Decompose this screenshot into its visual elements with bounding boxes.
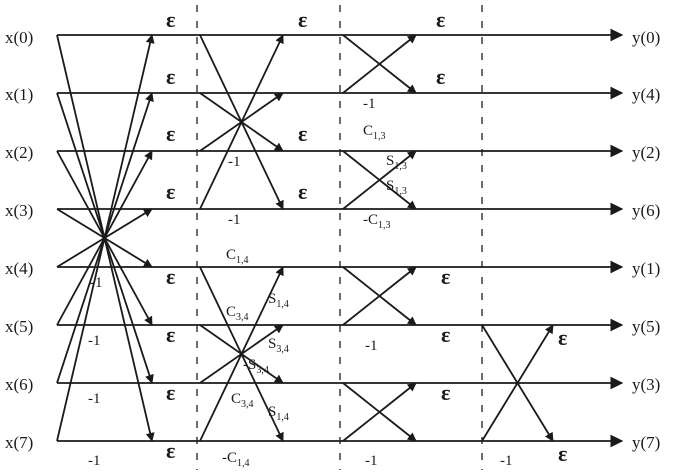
butterfly-branch [481, 324, 554, 442]
neg-one-label: -1 [88, 333, 101, 349]
neg-one-label: -1 [88, 391, 101, 407]
epsilon-label: ε [166, 438, 175, 463]
neg-one-label: -1 [88, 453, 101, 469]
output-label-y0: y(0) [632, 28, 660, 47]
butterfly-branch [342, 266, 417, 326]
output-label-y2: y(2) [632, 143, 660, 162]
epsilon-label: ε [298, 179, 307, 204]
coeff-neg-c14-label: -C1,4 [222, 450, 250, 469]
output-label-y6: y(6) [632, 201, 660, 220]
epsilon-label: ε [436, 7, 445, 32]
epsilon-label: ε [298, 7, 307, 32]
butterfly-branch [342, 382, 417, 442]
butterfly-branch [56, 34, 155, 442]
coeff-s14-label: S1,4 [268, 404, 289, 423]
epsilon-label: ε [298, 121, 307, 146]
neg-one-label: -1 [500, 453, 513, 469]
labels: x(0) x(1) x(2) x(3) x(4) x(5) x(6) x(7) … [5, 7, 660, 469]
epsilon-label: ε [166, 380, 175, 405]
coeff-c14-label: C1,4 [226, 247, 249, 266]
butterfly-branch [342, 150, 417, 210]
input-label-x0: x(0) [5, 28, 33, 47]
output-label-y4: y(4) [632, 85, 660, 104]
neg-one-label: -1 [228, 154, 241, 170]
coeff-s13-label: S1,3 [386, 178, 407, 197]
epsilon-label: ε [441, 264, 450, 289]
epsilon-label: ε [441, 322, 450, 347]
input-label-x7: x(7) [5, 433, 33, 452]
coeff-neg-s34-label: -S3,4 [243, 357, 269, 376]
neg-one-label: -1 [90, 275, 103, 291]
epsilon-label: ε [166, 179, 175, 204]
input-label-x3: x(3) [5, 201, 33, 220]
coeff-c13-label: C1,3 [363, 123, 386, 142]
input-label-x4: x(4) [5, 259, 33, 278]
butterfly-branch [199, 324, 284, 384]
coeff-s14-label: S1,4 [268, 291, 289, 310]
epsilon-label: ε [441, 380, 450, 405]
input-label-x6: x(6) [5, 375, 33, 394]
input-label-x2: x(2) [5, 143, 33, 162]
input-label-x5: x(5) [5, 317, 33, 336]
input-label-x1: x(1) [5, 85, 33, 104]
epsilon-label: ε [166, 264, 175, 289]
coeff-c34-label: C3,4 [226, 304, 249, 323]
epsilon-label: ε [166, 322, 175, 347]
flow-lines [56, 28, 624, 448]
stage-dividers [196, 5, 483, 470]
output-label-y5: y(5) [632, 317, 660, 336]
coeff-s13-label: S1,3 [386, 153, 407, 172]
output-label-y3: y(3) [632, 375, 660, 394]
coeff-neg-c13-label: -C1,3 [363, 212, 391, 231]
coeff-s34-label: S3,4 [268, 336, 289, 355]
butterfly-branch [342, 34, 417, 94]
epsilon-label: ε [558, 325, 567, 350]
epsilon-label: ε [436, 64, 445, 89]
neg-one-label: -1 [363, 96, 376, 112]
epsilon-label: ε [166, 7, 175, 32]
epsilon-label: ε [166, 121, 175, 146]
neg-one-label: -1 [365, 453, 378, 469]
output-label-y1: y(1) [632, 259, 660, 278]
neg-one-label: -1 [228, 212, 241, 228]
output-label-y7: y(7) [632, 433, 660, 452]
epsilon-label: ε [166, 64, 175, 89]
epsilon-label: ε [558, 441, 567, 466]
neg-one-label: -1 [365, 338, 378, 354]
coeff-c34-label: C3,4 [231, 391, 254, 410]
butterfly-branch [199, 92, 284, 152]
